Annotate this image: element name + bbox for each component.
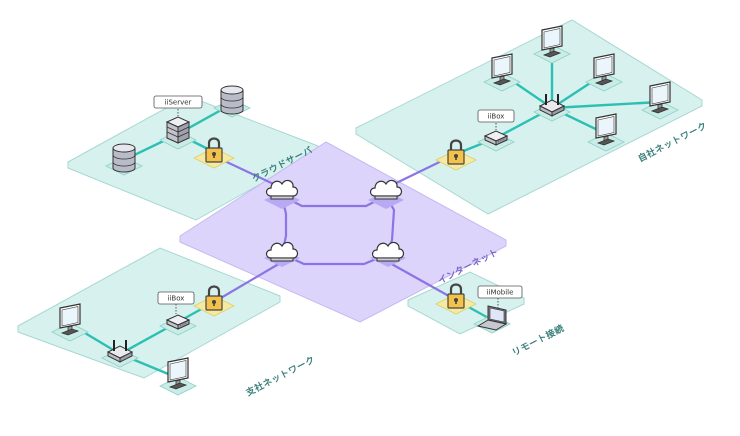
zone-label-remote: リモート接続 xyxy=(510,322,566,359)
zone-head-office xyxy=(355,19,703,215)
zone-internet xyxy=(179,141,507,323)
callout-iibox-branch: iiBox xyxy=(157,291,195,314)
callout-iibox-branch-label: iiBox xyxy=(168,295,185,303)
callout-iibox-head: iiBox xyxy=(477,109,515,130)
internet-cloud-se xyxy=(370,241,406,267)
lock-tile-cloud xyxy=(193,137,235,169)
callout-iiserver: iiServer xyxy=(153,95,203,116)
zone-branch xyxy=(17,247,281,379)
callout-iimobile: iiMobile xyxy=(477,285,523,308)
lock-tile-head xyxy=(435,139,477,171)
callout-iimobile-label: iiMobile xyxy=(487,289,514,297)
internet-cloud-nw xyxy=(264,179,300,209)
callout-iibox-head-label: iiBox xyxy=(488,113,505,121)
zone-label-branch: 支社ネットワーク xyxy=(243,353,317,399)
internet-cloud-sw xyxy=(264,241,300,267)
lock-tile-remote xyxy=(435,283,477,315)
lock-tile-branch xyxy=(193,285,235,317)
callout-iiserver-label: iiServer xyxy=(165,99,192,107)
internet-cloud-ne xyxy=(368,179,404,209)
